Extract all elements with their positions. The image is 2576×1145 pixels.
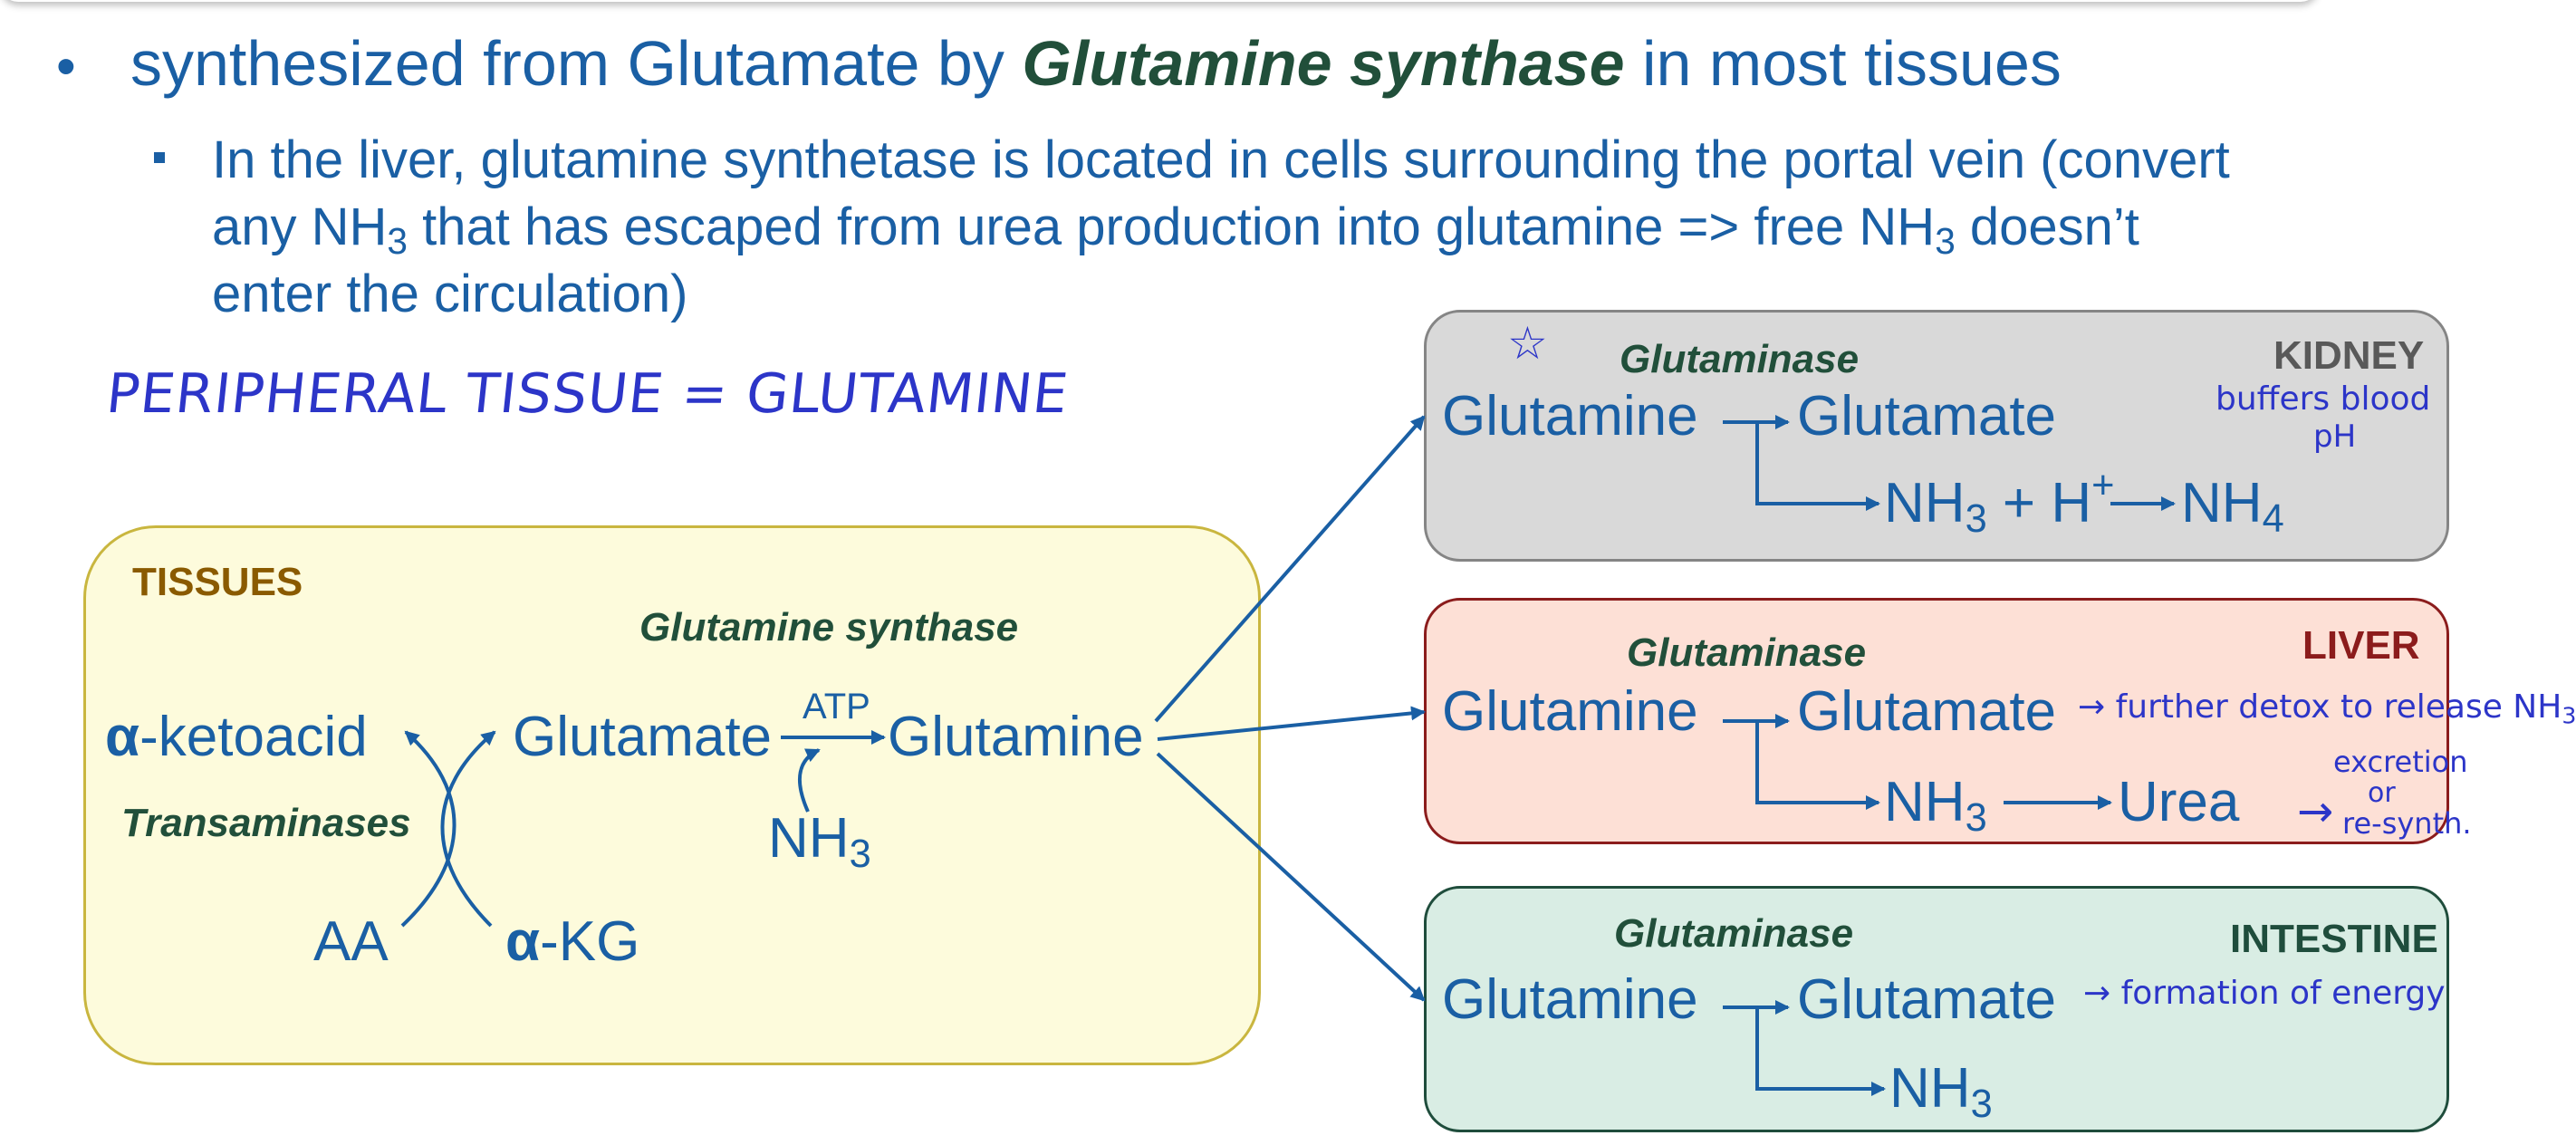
kg-text: -KG: [540, 910, 640, 973]
bullet-main-highlight: Glutamine synthase: [1022, 28, 1625, 99]
subscript: 3: [1965, 496, 1987, 541]
tissues-glutamate: Glutamate: [513, 706, 773, 768]
intestine-glutaminase: Glutaminase: [1614, 911, 1854, 956]
top-shadow-bar: [0, 0, 2319, 2]
tissues-box: [83, 525, 1261, 1065]
intestine-nh3: NH3: [1889, 1056, 1993, 1127]
tissues-glutamine: Glutamine: [888, 706, 1144, 768]
ketoacid-text: -ketoacid: [139, 706, 368, 768]
nh-text: NH: [1884, 771, 1966, 833]
tissues-aa: AA: [313, 910, 389, 973]
liver-arrow-to-nh3: [1755, 721, 1880, 810]
kidney-label: KIDNEY: [2273, 333, 2425, 378]
liver-note-1-text: → further detox to release NH: [2078, 688, 2562, 726]
intestine-arrow-to-nh3: [1755, 1007, 1886, 1096]
alpha-symbol: α: [505, 910, 541, 973]
alpha-ketoacid: α-ketoacid: [105, 705, 368, 769]
intestine-label: INTESTINE: [2230, 917, 2438, 961]
bullet-dot: •: [56, 35, 76, 98]
tissues-label: TISSUES: [132, 560, 303, 604]
kidney-glutaminase: Glutaminase: [1620, 337, 1860, 381]
bullet-main-text: synthesized from Glutamate by Glutamine …: [130, 27, 2062, 100]
subscript: 4: [2262, 496, 2284, 541]
bullet-sub-l2a: any NH: [212, 197, 388, 256]
intestine-box: [1424, 886, 2449, 1132]
bullet-sub-line-1: In the liver, glutamine synthetase is lo…: [212, 130, 2230, 189]
liver-box: [1424, 598, 2449, 844]
arrow-transamination-aa: [400, 730, 457, 928]
kidney-box: [1424, 310, 2449, 562]
handwritten-liver-note-3: or: [2368, 777, 2396, 809]
handwritten-star-icon: ☆: [1507, 317, 1548, 370]
bullet-sub-l2b: that has escaped from urea production in…: [407, 197, 1936, 256]
alpha-kg: α-KG: [505, 909, 639, 974]
subscript: 3: [2562, 702, 2576, 729]
kidney-arrow-to-nh3: [1755, 422, 1880, 511]
nh-text: NH: [1884, 472, 1966, 534]
intestine-glutamine: Glutamine: [1442, 968, 1698, 1031]
liver-urea: Urea: [2118, 771, 2240, 833]
liver-glutaminase: Glutaminase: [1627, 630, 1867, 675]
bullet-main-before: synthesized from Glutamate by: [130, 28, 1023, 99]
nh-text: NH: [768, 807, 850, 870]
nh-text: NH: [1889, 1057, 1971, 1120]
arrow-nh3-into-reaction: [797, 748, 821, 813]
subscript: 3: [849, 832, 871, 876]
liver-glutamate: Glutamate: [1797, 680, 2057, 743]
kidney-glutamate: Glutamate: [1797, 385, 2057, 447]
subscript: 3: [387, 220, 408, 263]
arrow-to-intestine: [1156, 752, 1426, 1002]
kidney-nh3-h: NH3 + H+: [1884, 466, 2114, 542]
arrow-transamination-akg: [440, 730, 496, 928]
atp-label: ATP: [803, 687, 870, 726]
handwritten-intestine-note: → formation of energy: [2083, 975, 2446, 1012]
bullet-sub-line-3: enter the circulation): [212, 265, 688, 323]
subscript: 3: [1970, 1082, 1993, 1126]
kidney-glutamine: Glutamine: [1442, 385, 1698, 447]
subscript: 3: [1965, 795, 1987, 840]
superscript: +: [2091, 463, 2115, 507]
handwritten-liver-note-4: re-synth.: [2342, 806, 2472, 841]
handwritten-liver-note-2: excretion: [2333, 745, 2468, 779]
transaminases-label: Transaminases: [121, 801, 411, 845]
nh-text: NH: [2181, 472, 2263, 534]
plus-h-text: + H: [1986, 472, 2092, 534]
arrow-to-kidney: [1154, 415, 1426, 723]
kidney-nh4: NH4: [2181, 471, 2284, 542]
arrow-to-liver: [1157, 706, 1426, 741]
handwritten-kidney-note-1: buffers blood: [2216, 380, 2431, 418]
intestine-glutamate: Glutamate: [1797, 968, 2057, 1031]
bullet-sub-l2c: doesn’t: [1955, 197, 2139, 256]
tissues-nh3: NH3: [768, 806, 871, 877]
subscript: 3: [1935, 220, 1956, 263]
liver-nh3: NH3: [1884, 770, 1987, 841]
handwritten-liver-urea-arrow: →: [2297, 786, 2334, 837]
handwritten-kidney-note-2: pH: [2313, 419, 2357, 455]
bullet-square: [154, 152, 165, 163]
liver-glutamine: Glutamine: [1442, 680, 1698, 743]
handwritten-liver-note-1: → further detox to release NH3: [2078, 688, 2576, 728]
glutamine-synthase-label: Glutamine synthase: [639, 605, 1019, 649]
alpha-symbol: α: [105, 706, 140, 768]
arrows-layer: [400, 415, 2176, 1096]
liver-label: LIVER: [2302, 623, 2420, 668]
bullet-main-after: in most tissues: [1624, 28, 2062, 99]
bullet-sub-line-2: any NH3 that has escaped from urea produ…: [212, 194, 2139, 274]
